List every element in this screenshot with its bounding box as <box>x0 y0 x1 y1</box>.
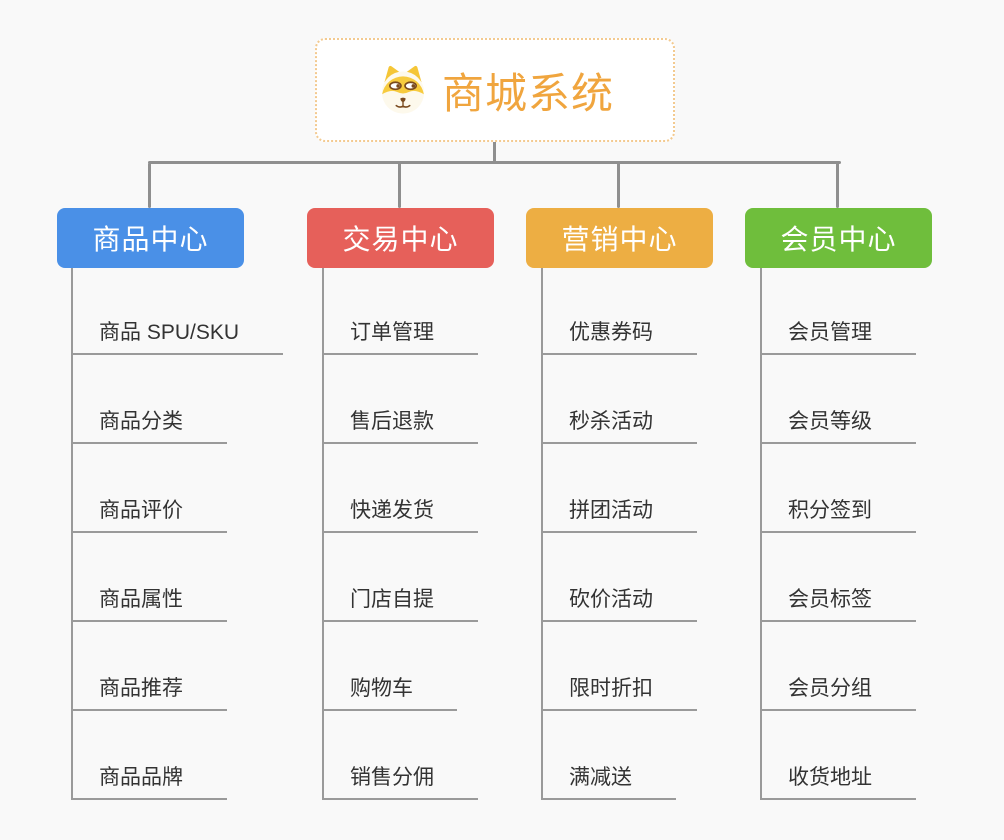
root-node[interactable]: 商城系统 <box>315 38 675 142</box>
connector-drop-branch-2 <box>617 163 620 208</box>
connector-drop-branch-3 <box>836 163 839 208</box>
leaf-node[interactable]: 购物车 <box>322 673 457 711</box>
branch-children-column-0: 商品 SPU/SKU 商品分类商品评价商品属性商品推荐商品品牌 <box>71 268 331 800</box>
leaf-node[interactable]: 优惠券码 <box>541 317 697 355</box>
leaf-node[interactable]: 售后退款 <box>322 406 478 444</box>
branch-node-trade-center[interactable]: 交易中心 <box>307 208 494 268</box>
root-label: 商城系统 <box>441 69 614 117</box>
connector-horizontal-bus <box>148 161 841 164</box>
leaf-node[interactable]: 商品 SPU/SKU <box>71 317 284 355</box>
leaf-node[interactable]: 商品分类 <box>71 406 227 444</box>
branch-node-marketing-center[interactable]: 营销中心 <box>526 208 713 268</box>
connector-trunk-0 <box>71 268 73 800</box>
leaf-node[interactable]: 快递发货 <box>322 495 478 533</box>
connector-root-riser <box>493 140 496 163</box>
branch-label: 营销中心 <box>561 224 678 255</box>
branch-children-column-1: 订单管理售后退款快递发货门店自提购物车销售分佣 <box>322 268 582 800</box>
connector-trunk-2 <box>541 268 543 800</box>
branch-children-column-3: 会员管理会员等级积分签到会员标签会员分组收货地址 <box>760 268 1004 800</box>
leaf-node[interactable]: 收货地址 <box>760 762 916 800</box>
leaf-node[interactable]: 商品评价 <box>71 495 227 533</box>
branch-children-column-2: 优惠券码秒杀活动拼团活动砍价活动限时折扣满减送 <box>541 268 801 800</box>
leaf-node[interactable]: 会员分组 <box>760 673 916 711</box>
leaf-node[interactable]: 商品推荐 <box>71 673 227 711</box>
branch-node-member-center[interactable]: 会员中心 <box>745 208 932 268</box>
connector-drop-branch-1 <box>398 163 401 208</box>
leaf-node[interactable]: 拼团活动 <box>541 495 697 533</box>
branch-label: 商品中心 <box>92 224 209 255</box>
leaf-node[interactable]: 销售分佣 <box>322 762 478 800</box>
leaf-node[interactable]: 会员等级 <box>760 406 916 444</box>
shiba-dog-icon <box>381 65 425 114</box>
connector-trunk-3 <box>760 268 762 800</box>
branch-label: 交易中心 <box>342 224 459 255</box>
leaf-node[interactable]: 商品品牌 <box>71 762 227 800</box>
leaf-node[interactable]: 会员标签 <box>760 584 916 622</box>
leaf-node[interactable]: 会员管理 <box>760 317 916 355</box>
connector-trunk-1 <box>322 268 324 800</box>
leaf-node[interactable]: 商品属性 <box>71 584 227 622</box>
leaf-node[interactable]: 限时折扣 <box>541 673 697 711</box>
leaf-node[interactable]: 砍价活动 <box>541 584 697 622</box>
connector-drop-branch-0 <box>148 163 151 208</box>
branch-label: 会员中心 <box>780 224 897 255</box>
leaf-node[interactable]: 积分签到 <box>760 495 916 533</box>
branch-node-product-center[interactable]: 商品中心 <box>57 208 244 268</box>
leaf-node[interactable]: 门店自提 <box>322 584 478 622</box>
leaf-node[interactable]: 秒杀活动 <box>541 406 697 444</box>
leaf-node[interactable]: 满减送 <box>541 762 676 800</box>
leaf-node[interactable]: 订单管理 <box>322 317 478 355</box>
